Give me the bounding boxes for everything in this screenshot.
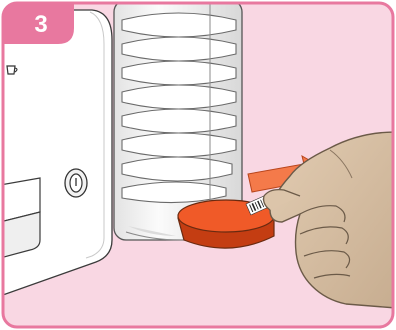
hand (262, 131, 393, 309)
step-number: 3 (34, 11, 48, 38)
stacked-capsules (121, 12, 237, 204)
cup-icon (6, 65, 18, 75)
power-button-icon[interactable] (64, 168, 88, 198)
capsule-dispenser (113, 3, 243, 241)
step-badge (3, 3, 74, 44)
capsule[interactable] (177, 193, 276, 249)
machine-body (3, 9, 113, 297)
